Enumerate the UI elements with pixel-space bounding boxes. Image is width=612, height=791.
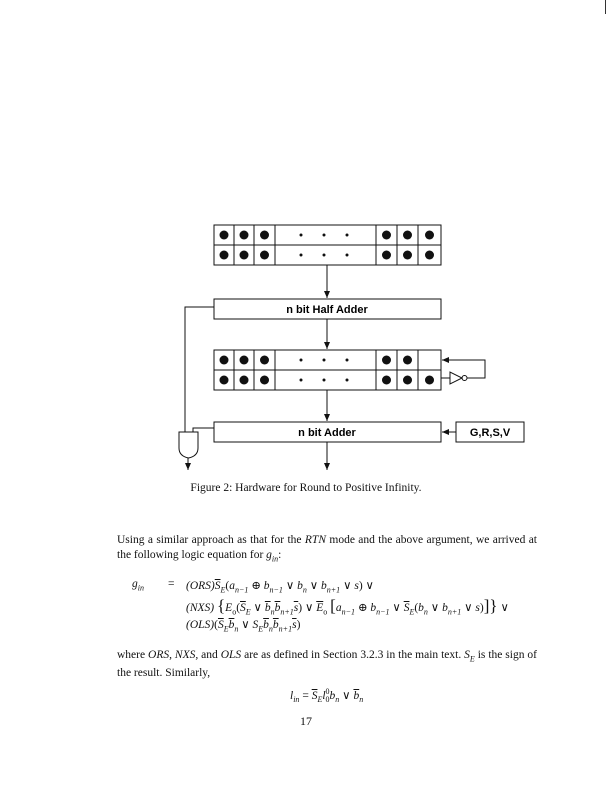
text: S (464, 649, 470, 661)
text: where (117, 649, 149, 661)
text: and (198, 649, 221, 661)
text: g (132, 578, 138, 590)
gin-lhs: gin (132, 578, 144, 592)
text: g (266, 549, 272, 561)
inverter-icon (449, 371, 464, 385)
text: is the sign of the result. Similarly, (117, 649, 537, 680)
paragraph-where: where ORS, NXS, and OLS are as defined i… (117, 648, 537, 681)
or-gate-icon (178, 431, 199, 459)
text: mode and the above argument, we arrived … (117, 534, 537, 561)
text: are as defined in Section 3.2.3 in the m… (241, 649, 465, 661)
adder-label: n bit Adder (298, 427, 356, 439)
figure-caption: Figure 2: Hardware for Round to Positive… (190, 482, 422, 494)
text: (NXS) (186, 602, 215, 614)
text: (OLS) (186, 619, 215, 631)
equation-line-3: (OLS)(SEbn ∨ SEbnbn+1s) (186, 619, 301, 634)
bit-dots (219, 230, 434, 385)
text: in (271, 554, 279, 564)
half-adder-label: n bit Half Adder (286, 304, 368, 316)
text: E (469, 654, 475, 664)
equation-line-1: (ORS)SE(an−1 ⊕ bn−1 ∨ bn ∨ bn+1 ∨ s) ∨ (186, 580, 374, 595)
equation-line-2: (NXS) {Eo(SE ∨ bnbn+1s) ∨ Eo [an−1 ⊕ bn−… (186, 596, 509, 617)
page-number: 17 (300, 714, 312, 728)
paragraph-intro: Using a similar approach as that for the… (117, 533, 537, 566)
text: OLS (220, 649, 242, 661)
text: Using a similar approach as that for the (117, 534, 305, 546)
text: l (290, 689, 294, 702)
text: : (278, 549, 282, 561)
input-register (213, 224, 442, 266)
text: in (293, 695, 300, 705)
text: RTN (304, 534, 326, 546)
grsv-label: G,R,S,V (470, 427, 511, 439)
hardware-diagram: n bit Half Adder n bit Adder G,R,S,V (178, 224, 525, 470)
text: in (137, 583, 144, 593)
eq-sign: = (168, 578, 175, 590)
scan-mark (605, 0, 606, 14)
lin-equation: lin = SEl00bn ∨ bn (290, 687, 364, 705)
text: (ORS) (186, 580, 215, 592)
text: ORS, NXS, (148, 649, 199, 661)
